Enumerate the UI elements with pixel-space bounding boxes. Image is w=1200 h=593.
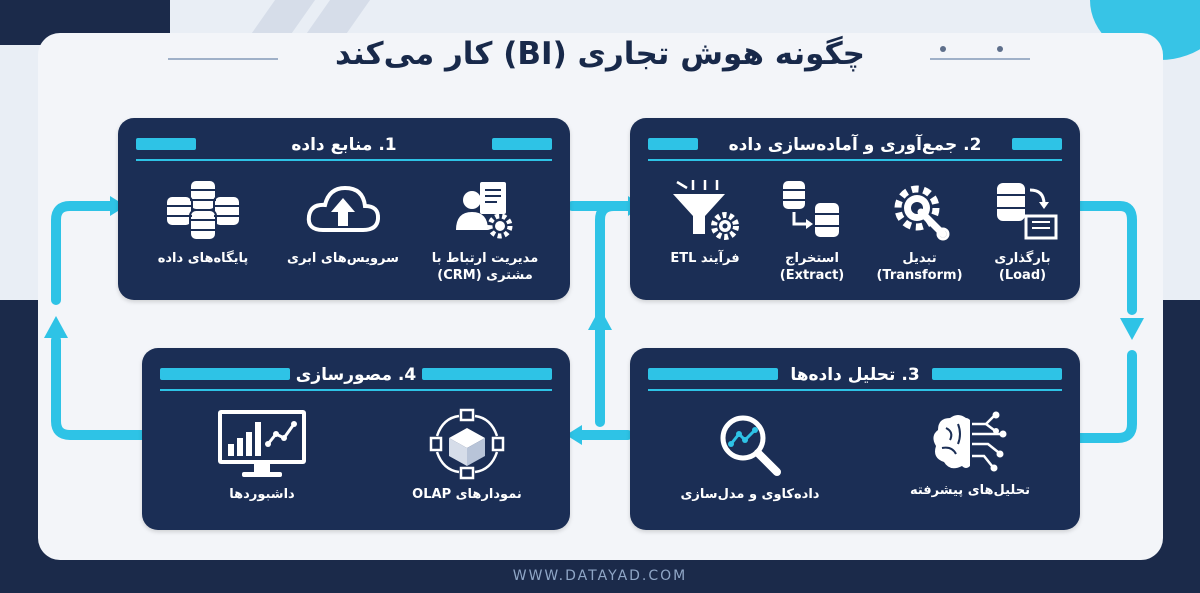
heading-underline <box>136 159 552 161</box>
item-label: تبدیل (Transform) <box>876 251 963 283</box>
item-label: سرویس‌های ابری <box>287 251 399 266</box>
cloud-upload-icon <box>306 185 381 232</box>
item-label: داده‌کاوی و مدل‌سازی <box>680 487 820 502</box>
arrow-up-to-sources <box>51 201 115 305</box>
title-dot <box>997 46 1003 52</box>
arrow-inner-loop <box>595 201 630 427</box>
title-dot <box>940 46 946 52</box>
database-load-icon <box>994 181 1057 240</box>
footer-url: WWW.DATAYAD.COM <box>512 568 688 584</box>
olap-cube-icon <box>429 408 505 480</box>
item-data-mining: داده‌کاوی و مدل‌سازی <box>650 410 850 503</box>
brain-circuit-icon <box>933 411 1007 472</box>
databases-icon <box>165 179 241 241</box>
funnel-gear-icon <box>673 180 739 240</box>
item-crm: مدیریت ارتباط با مشتری (CRM) <box>410 178 560 284</box>
item-label: نمودارهای OLAP <box>412 487 522 502</box>
item-databases: پایگاه‌های داده <box>128 178 278 267</box>
magnifier-chart-icon <box>720 415 781 476</box>
item-label: پایگاه‌های داده <box>157 251 249 266</box>
heading-bar <box>136 138 196 150</box>
item-label: داشبوردها <box>229 487 295 502</box>
card-heading: 3. تحلیل داده‌ها <box>790 365 920 385</box>
item-etl: فرآیند ETL <box>650 178 760 267</box>
gear-wrench-icon <box>894 185 949 241</box>
item-load: بارگذاری (Load) <box>970 178 1075 284</box>
arrowhead <box>566 425 582 445</box>
card-heading: 4. مصورسازی <box>295 365 417 385</box>
title-line-left <box>168 58 278 60</box>
dashboard-monitor-icon <box>218 410 306 477</box>
arrow-visualization-up <box>51 335 160 440</box>
crm-user-document-gear-icon <box>456 182 513 239</box>
item-label: مدیریت ارتباط با مشتری (CRM) <box>431 251 539 283</box>
page-title: چگونه هوش تجاری (BI) کار می‌کند <box>335 36 865 72</box>
heading-underline <box>648 389 1062 391</box>
item-advanced-analytics: تحلیل‌های پیشرفته <box>875 410 1065 499</box>
item-label: استخراج (Extract) <box>779 251 845 283</box>
heading-bar <box>492 138 552 150</box>
item-extract: استخراج (Extract) <box>758 178 866 284</box>
heading-underline <box>648 159 1062 161</box>
heading-underline <box>160 389 552 391</box>
card-data-analysis: 3. تحلیل داده‌ها تحلیل‌های پیشرفته داده‌… <box>630 348 1080 530</box>
item-olap: نمودارهای OLAP <box>377 408 557 503</box>
arrowhead <box>1120 318 1144 340</box>
card-data-sources: 1. منابع داده مدیریت ارتباط با مشتری (CR… <box>118 118 570 300</box>
item-cloud: سرویس‌های ابری <box>268 178 418 267</box>
heading-bar <box>1012 138 1062 150</box>
heading-bar <box>648 368 778 380</box>
heading-bar <box>648 138 698 150</box>
heading-bar <box>422 368 552 380</box>
arrow-to-analysis <box>1075 350 1137 443</box>
arrowhead <box>588 308 612 330</box>
card-heading: 2. جمع‌آوری و آماده‌سازی داده <box>728 135 982 155</box>
card-heading: 1. منابع داده <box>291 135 397 155</box>
arrowhead <box>44 316 68 338</box>
item-dashboards: داشبوردها <box>162 408 362 503</box>
database-extract-icon <box>781 179 841 239</box>
item-transform: تبدیل (Transform) <box>862 178 977 284</box>
heading-bar <box>160 368 290 380</box>
heading-bar <box>932 368 1062 380</box>
title-line-right <box>930 58 1030 60</box>
card-visualization: 4. مصورسازی نمودارهای OLAP <box>142 348 570 530</box>
item-label: بارگذاری (Load) <box>994 251 1051 283</box>
item-label: فرآیند ETL <box>670 251 740 266</box>
item-label: تحلیل‌های پیشرفته <box>909 483 1030 498</box>
arrow-collection-down <box>1067 201 1137 315</box>
card-data-collection: 2. جمع‌آوری و آماده‌سازی داده بارگذاری (… <box>630 118 1080 300</box>
